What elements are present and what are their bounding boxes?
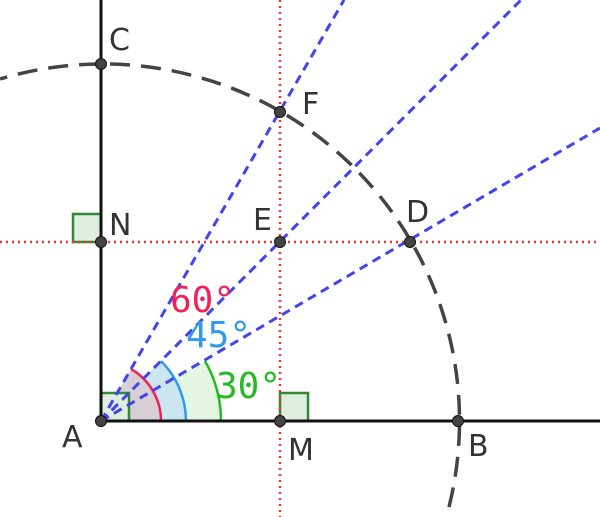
point-f <box>274 106 286 118</box>
angle-30-arc <box>203 360 223 422</box>
point-c <box>95 58 107 70</box>
point-b <box>452 415 464 427</box>
label-f: F <box>302 87 319 122</box>
angle-label-30: 30° <box>216 366 281 407</box>
label-a: A <box>62 420 83 455</box>
point-d <box>404 236 416 248</box>
ray-ad <box>100 126 600 423</box>
label-c: C <box>109 23 130 58</box>
ray-af <box>99 0 346 422</box>
label-d: D <box>406 195 429 230</box>
right-angle-marker-n <box>71 212 103 244</box>
point-e <box>274 236 286 248</box>
right-angle-marker-m <box>278 391 310 423</box>
angle-label-45: 45° <box>186 315 251 356</box>
label-b: B <box>468 429 489 464</box>
label-n: N <box>109 208 131 243</box>
angle-45-arc <box>160 360 188 422</box>
circle-arc <box>0 62 462 508</box>
angle-label-60: 60° <box>170 280 235 321</box>
point-a <box>95 415 107 427</box>
label-e: E <box>253 203 272 238</box>
label-m: M <box>288 433 314 468</box>
ray-ae <box>99 0 523 423</box>
point-n <box>95 236 107 248</box>
point-m <box>274 415 286 427</box>
